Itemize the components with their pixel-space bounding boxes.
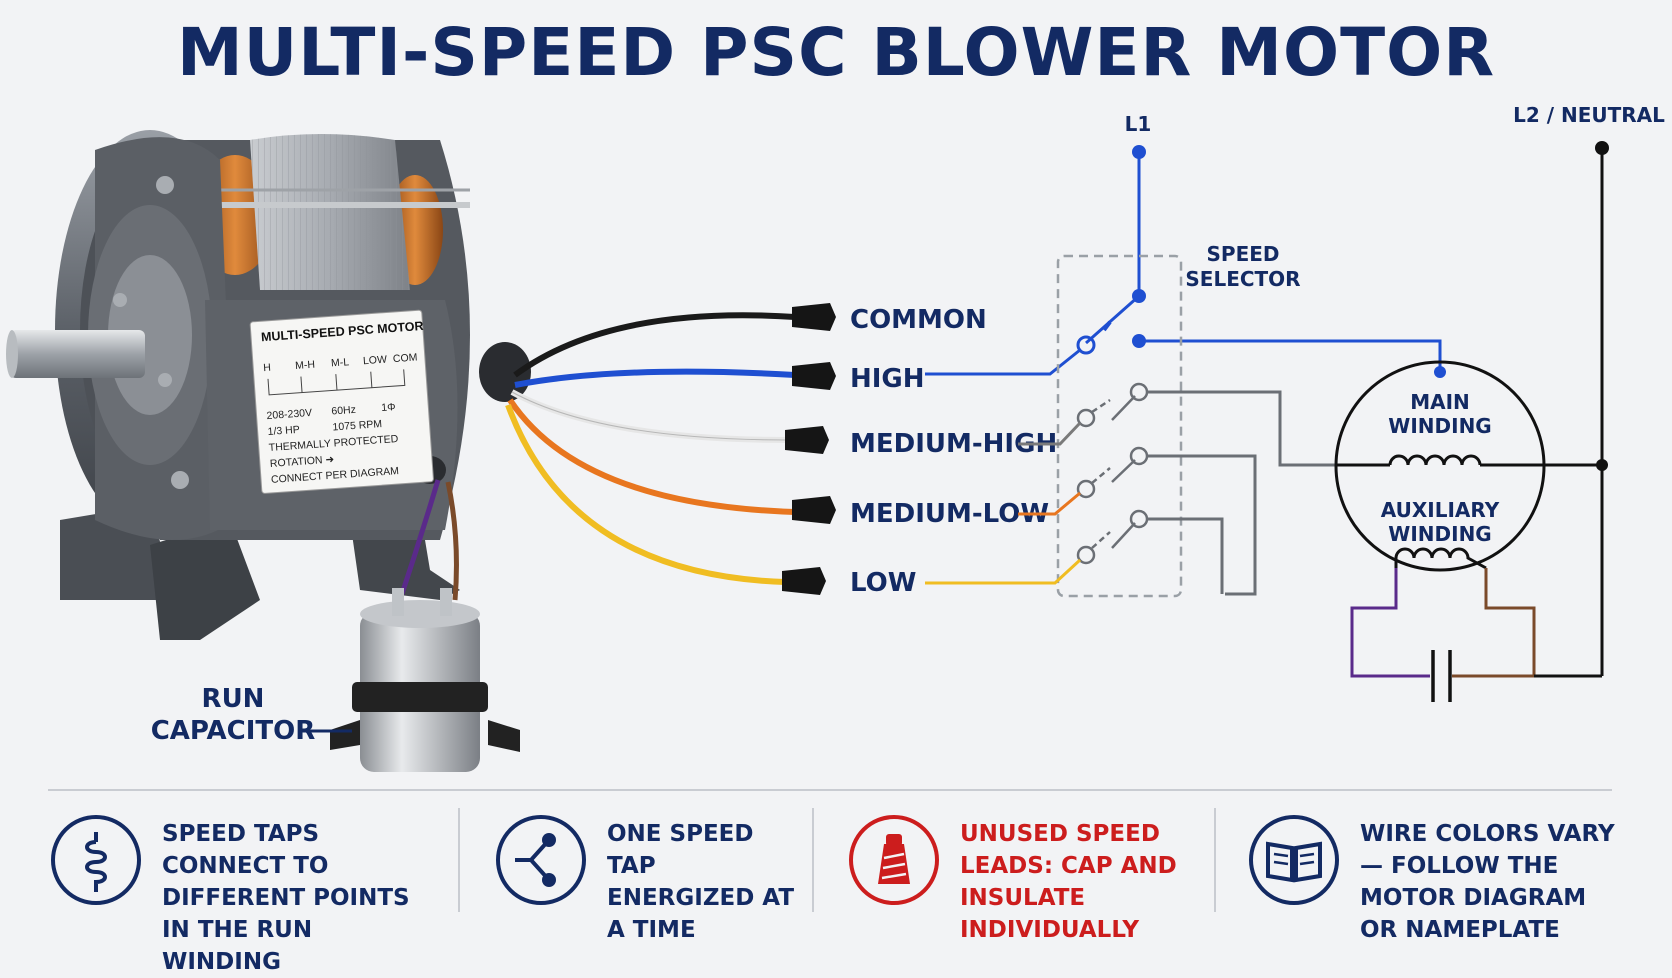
lead-wire-low [505,403,786,585]
tap-output-lines [1147,390,1337,596]
nameplate-rpm: 1075 RPM [332,418,382,433]
l2-neutral-line [1595,141,1609,676]
footer-divider [48,789,1612,791]
main-winding-label-line2: WINDING [1388,414,1491,438]
capacitor-label-line2: CAPACITOR [151,716,316,746]
nameplate-tap-h: H [263,362,271,375]
aux-winding-label-line1: AUXILIARY [1381,498,1500,522]
lead-wire-medium-low [507,398,796,515]
nameplate-frequency: 60Hz [331,404,356,418]
medium-high-lead-line [1018,421,1082,446]
tip-unused-leads-text: UNUSED SPEED LEADS: CAP AND INSULATE IND… [960,821,1177,943]
capacitor-label-line1: RUN [202,684,265,714]
lead-label-medium-low: MEDIUM-LOW [850,499,1049,529]
lead-wire-nuts [782,303,836,595]
l2-label: L2 / NEUTRAL [1513,103,1665,127]
nameplate-taps: H M-H M-L LOW COM [263,351,418,374]
main-winding-coil [1337,454,1602,467]
motor-nameplate: MULTI-SPEED PSC MOTOR H M-H M-L LOW COM … [249,309,434,494]
high-lead-line [925,348,1081,376]
nameplate-tap-mh: M-H [295,359,316,372]
lead-label-low: LOW [850,568,916,598]
lead-wire-common [513,312,796,378]
tip-one-tap-text: ONE SPEED TAP ENERGIZED AT A TIME [607,821,795,943]
tip-wire-colors-text: WIRE COLORS VARY — FOLLOW THE MOTOR DIAG… [1360,821,1615,943]
wiring-diagram: MULTI-SPEED PSC MOTOR H M-H M-L LOW COM … [6,103,1665,772]
auxiliary-winding-coil [1394,547,1487,570]
main-winding-label-line1: MAIN [1410,390,1470,414]
schematic-capacitor-symbol [1431,650,1452,702]
book-icon [1249,815,1339,905]
lead-wire-high [514,368,796,388]
capacitor-lead-brown [445,481,459,601]
low-lead-line [925,558,1082,585]
schematic-cap-lead-purple [1350,568,1430,678]
footer-separator [812,808,814,912]
speed-selector-label-line1: SPEED [1207,242,1280,266]
footer-separator [1214,808,1216,912]
coil-icon [51,815,141,905]
page-title: MULTI-SPEED PSC BLOWER MOTOR [176,14,1496,91]
tip-speed-taps-text: SPEED TAPS CONNECT TO DIFFERENT POINTS I… [162,821,410,975]
tip-unused-leads: UNUSED SPEED LEADS: CAP AND INSULATE IND… [848,810,1208,943]
lead-wire-medium-high [510,389,789,443]
speed-selector-label-line2: SELECTOR [1185,267,1300,291]
wire-nut-low [782,567,826,595]
nameplate-voltage: 208-230V [266,407,312,422]
nameplate-rotation: ROTATION ➜ [270,453,335,469]
nameplate-tap-ml: M-L [331,356,350,369]
capacitor-lead-purple [397,479,441,601]
footer-tips: SPEED TAPS CONNECT TO DIFFERENT POINTS I… [0,790,1672,975]
speed-selector-box [1056,254,1183,598]
speed-selector-open-contacts [1076,382,1149,565]
l1-label: L1 [1125,112,1152,136]
run-capacitor [330,588,520,772]
motor-leads [505,312,796,585]
tip-wire-colors: WIRE COLORS VARY — FOLLOW THE MOTOR DIAG… [1248,810,1628,943]
tip-one-tap: ONE SPEED TAP ENERGIZED AT A TIME [495,810,815,943]
schematic-cap-lead-brown [1452,568,1536,678]
tip-speed-taps: SPEED TAPS CONNECT TO DIFFERENT POINTS I… [50,810,450,975]
medium-low-lead-line [1018,491,1081,516]
wire-nut-medium-high [785,426,829,454]
nameplate-tap-com: COM [393,351,418,365]
wire-nut-common [792,303,836,331]
wire-nut-medium-low [792,496,836,524]
nameplate-tap-low: LOW [363,354,388,368]
wire-nut-icon [849,815,939,905]
nameplate-phase: 1Φ [381,401,396,414]
aux-winding-label-line2: WINDING [1388,522,1491,546]
nameplate-hp: 1/3 HP [267,424,300,438]
lead-label-high: HIGH [850,364,925,394]
footer-separator [458,808,460,912]
lead-label-common: COMMON [850,305,987,335]
wire-nut-high [792,362,836,390]
switch-icon [496,815,586,905]
